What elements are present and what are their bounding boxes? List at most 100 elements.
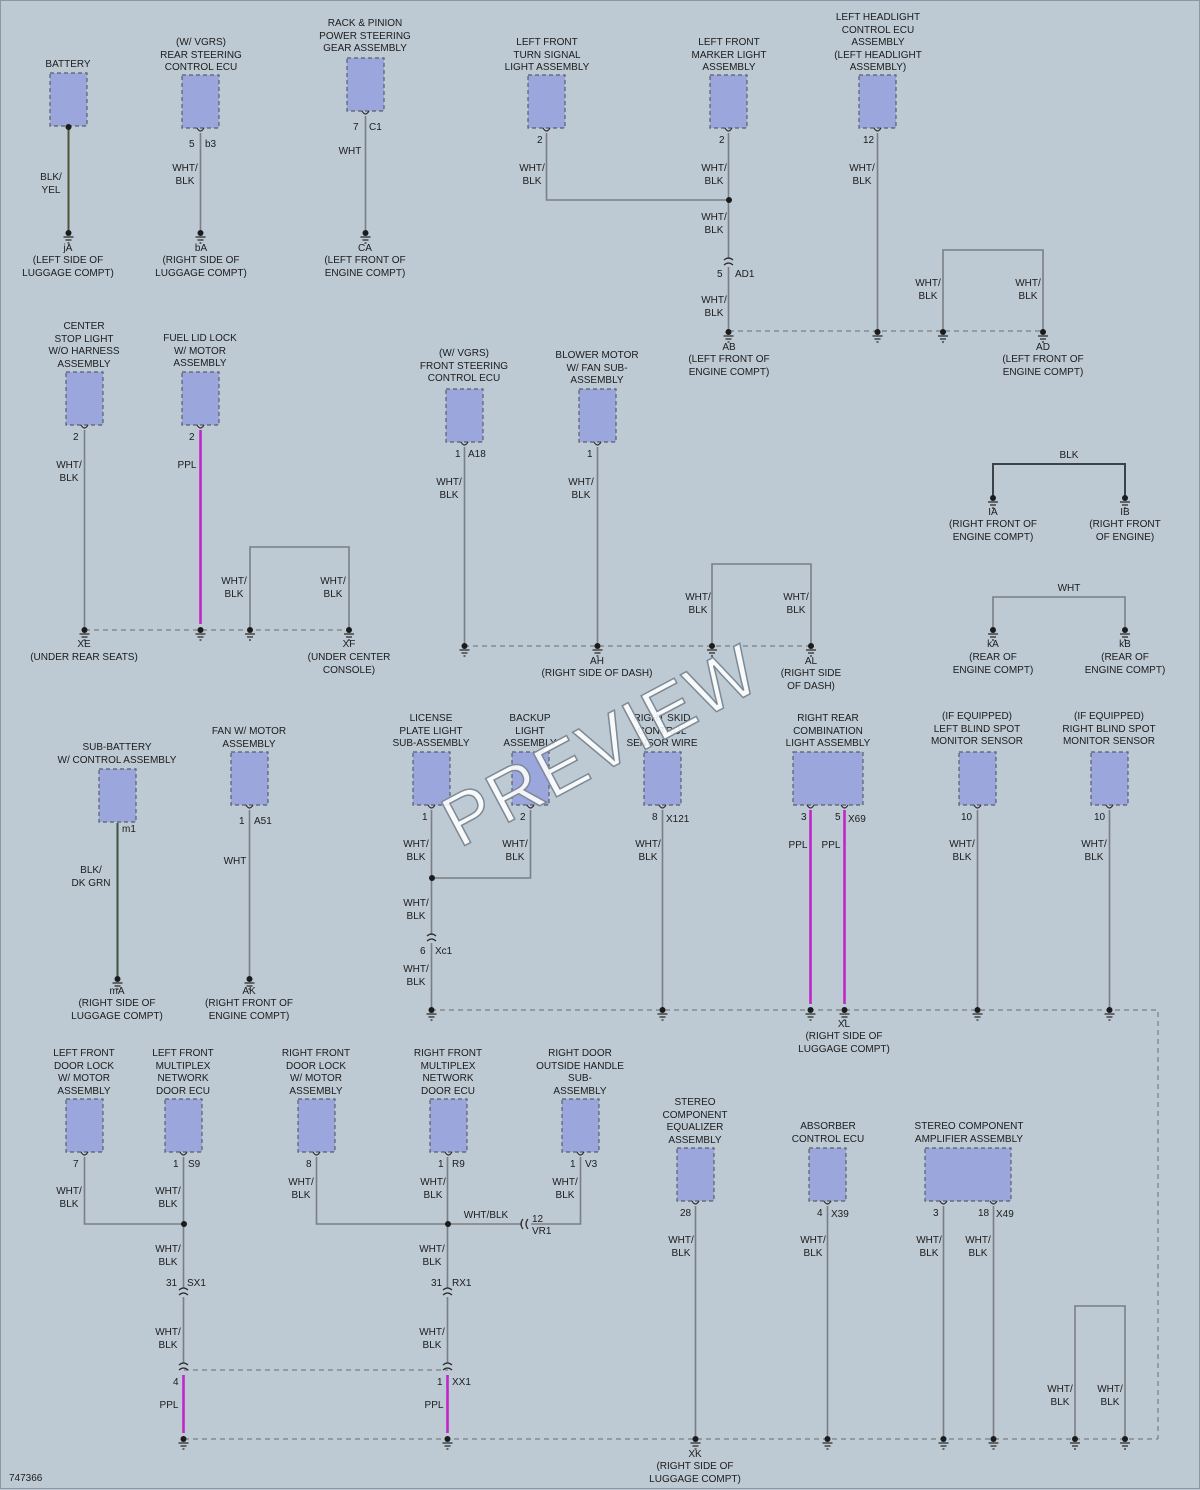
component-label-rd-outside-handle: RIGHT DOOR OUTSIDE HANDLE SUB- ASSEMBLY xyxy=(536,1048,624,1097)
ground-symbol-XK xyxy=(690,1436,701,1450)
component-rack-pinion xyxy=(346,57,385,112)
connector-pin-VR1: 12 xyxy=(532,1214,544,1225)
component-stereo-amplifier xyxy=(924,1147,1012,1202)
ground-code-XF: XF xyxy=(342,639,356,650)
connector-absorber-ecu: X39 xyxy=(831,1209,849,1220)
component-battery xyxy=(49,72,88,127)
pin-skid-control-sensor: 8 xyxy=(652,812,658,823)
connector-rack-pinion: C1 xyxy=(369,122,382,133)
connector-VR1: VR1 xyxy=(532,1226,552,1237)
ground-symbol-XK-7 xyxy=(1070,1436,1080,1450)
wire-color-headlight: WHT/ BLK xyxy=(849,163,875,187)
wire-color-rx1-top: WHT/ BLK xyxy=(419,1244,445,1268)
ground-symbol-XL xyxy=(839,1007,850,1021)
component-absorber-ecu xyxy=(808,1147,847,1202)
ground-symbol-XF xyxy=(344,627,354,641)
ground-location-AK: (RIGHT FRONT OF ENGINE COMPT) xyxy=(205,998,293,1022)
ground-code-bA: bA xyxy=(194,243,208,254)
ground-code-IA: IA xyxy=(988,507,998,518)
ground-symbol-fuel xyxy=(195,627,206,641)
ground-code-mA: mA xyxy=(109,986,125,997)
connector-Xc1: Xc1 xyxy=(435,946,453,957)
component-label-sub-battery: SUB-BATTERY W/ CONTROL ASSEMBLY xyxy=(57,742,177,766)
ground-symbol-AK xyxy=(244,976,255,990)
wire-color-xc1-bottom: WHT/ BLK xyxy=(403,964,429,988)
ground-symbols xyxy=(63,230,1130,1450)
connector-right-rear-combination: X69 xyxy=(848,814,866,825)
pin-stereo-equalizer: 28 xyxy=(680,1208,692,1219)
ground-symbol-kB xyxy=(1120,627,1130,641)
ground-symbol-CA xyxy=(360,230,371,244)
wire-color-right-blind-spot: WHT/ BLK xyxy=(1081,839,1107,863)
pin-left-blind-spot: 10 xyxy=(961,812,973,823)
ground-symbol-XL-2 xyxy=(657,1007,668,1021)
wire-color-absorber: WHT/ BLK xyxy=(800,1235,826,1259)
ground-location-kB: (REAR OF ENGINE COMPT) xyxy=(1084,652,1166,676)
component-label-license-plate-light: LICENSE PLATE LIGHT SUB-ASSEMBLY xyxy=(392,713,470,749)
component-rf-multiplex-ecu xyxy=(429,1098,468,1153)
wire-color-sub-battery: BLK/ DK GRN xyxy=(71,865,111,889)
wire-color-battery: BLK/ YEL xyxy=(40,172,62,196)
component-label-blower-motor: BLOWER MOTOR W/ FAN SUB- ASSEMBLY xyxy=(555,350,639,386)
component-label-left-blind-spot: (IF EQUIPPED) LEFT BLIND SPOT MONITOR SE… xyxy=(930,711,1024,747)
ground-symbol-jA xyxy=(63,230,74,244)
wire-color-rear-steering: WHT/ BLK xyxy=(172,163,198,187)
component-label-rf-multiplex-ecu: RIGHT FRONT MULTIPLEX NETWORK DOOR ECU xyxy=(413,1048,483,1097)
splice-points xyxy=(65,124,732,1227)
component-center-stop-light xyxy=(65,371,104,426)
wires xyxy=(67,116,1159,1440)
connector-pin-Xc1: 6 xyxy=(420,946,426,957)
ground-symbol-XK-6 xyxy=(988,1436,999,1450)
component-lf-multiplex-ecu xyxy=(164,1098,203,1153)
ground-location-AH: (RIGHT SIDE OF DASH) xyxy=(541,668,653,679)
wire-color-rd-handle: WHT/ BLK xyxy=(552,1177,578,1201)
component-label-stereo-equalizer: STEREO COMPONENT EQUALIZER ASSEMBLY xyxy=(662,1097,728,1146)
component-rf-door-lock xyxy=(297,1098,336,1153)
connector-pin-XX1: 1 xyxy=(437,1377,443,1388)
wire-color-sx1-bottom: WHT/ BLK xyxy=(155,1327,181,1351)
connector-sub-battery: m1 xyxy=(122,824,136,835)
ground-symbol-XK-8 xyxy=(1120,1436,1130,1450)
component-label-right-blind-spot: (IF EQUIPPED) RIGHT BLIND SPOT MONITOR S… xyxy=(1062,711,1156,747)
component-blocks xyxy=(49,57,1129,1202)
ground-symbol-AL xyxy=(806,643,816,657)
ground-symbol-AD xyxy=(1038,329,1048,343)
connector-RX1: RX1 xyxy=(452,1278,472,1289)
ground-symbol-XL-3 xyxy=(805,1007,816,1021)
connector-front-steering-ecu: A18 xyxy=(468,449,486,460)
ground-location-IB: (RIGHT FRONT OF ENGINE) xyxy=(1089,519,1161,543)
pin-lf-multiplex-ecu: 1 xyxy=(173,1159,179,1170)
pin-fan-motor: 1 xyxy=(239,816,245,827)
connector-SX1: SX1 xyxy=(187,1278,206,1289)
ground-symbol-IB xyxy=(1120,495,1130,509)
pin-license-plate-light: 1 xyxy=(422,812,428,823)
component-front-steering-ecu xyxy=(445,388,484,443)
wire-color-amp-2: WHT/ BLK xyxy=(965,1235,991,1259)
ground-location-AL: (RIGHT SIDE OF DASH) xyxy=(780,668,842,692)
ground-code-kA: kA xyxy=(987,639,999,650)
pin-backup-light: 2 xyxy=(520,812,526,823)
wire-color-ppl-right: PPL xyxy=(424,1400,444,1411)
ground-code-kB: kB xyxy=(1119,639,1131,650)
connector-rd-outside-handle: V3 xyxy=(585,1159,598,1170)
connector-lf-multiplex-ecu: S9 xyxy=(188,1159,201,1170)
component-stereo-equalizer xyxy=(676,1147,715,1202)
connector-rear-steering-ecu: b3 xyxy=(205,139,217,150)
component-lf-marker xyxy=(709,74,748,129)
wire-color-ppl-left: PPL xyxy=(159,1400,179,1411)
ground-code-AD: AD xyxy=(1036,342,1050,353)
wire-color-sx1-top: WHT/ BLK xyxy=(155,1244,181,1268)
pin-right-blind-spot: 10 xyxy=(1094,812,1106,823)
ground-symbol-XL-6 xyxy=(1104,1007,1115,1021)
component-right-rear-combination xyxy=(792,751,864,806)
ground-location-mA: (RIGHT SIDE OF LUGGAGE COMPT) xyxy=(71,998,163,1022)
ground-location-kA: (REAR OF ENGINE COMPT) xyxy=(952,652,1034,676)
wire-color-xc1-top: WHT/ BLK xyxy=(403,898,429,922)
component-blower-motor xyxy=(578,388,617,443)
component-license-plate-light xyxy=(412,751,451,806)
ground-symbol-bA xyxy=(195,230,206,244)
pin-rf-multiplex-ecu: 1 xyxy=(438,1159,444,1170)
wire-color-lf-marker: WHT/ BLK xyxy=(701,163,727,187)
ground-code-AL: AL xyxy=(804,656,818,667)
